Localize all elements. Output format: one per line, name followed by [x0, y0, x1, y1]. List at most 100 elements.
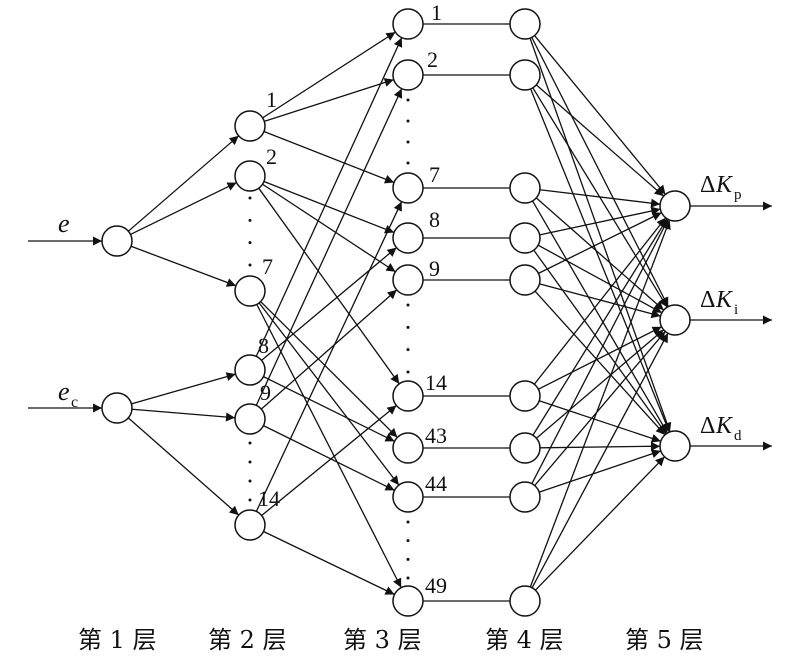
layer2-ellipsis-dot: [248, 460, 252, 464]
layer3-ellipsis-dot: [406, 539, 410, 543]
edge-l4-l5: [532, 218, 668, 436]
svg-text:Δ: Δ: [700, 172, 715, 198]
edge-l2-l3: [262, 31, 396, 119]
edge-l1-l2: [130, 245, 237, 287]
layer4-node: [509, 481, 541, 513]
layer2-node-label-9: 9: [260, 380, 271, 405]
svg-text:K: K: [715, 172, 734, 198]
connections: [28, 23, 772, 602]
edge-l2-l3: [255, 201, 403, 512]
layer-label-1: 第 1 层: [78, 626, 157, 654]
edge-l2-l3: [255, 88, 403, 406]
layer4-node: [509, 59, 541, 91]
edge-l2-l3: [263, 376, 395, 442]
layer2-node-label-2: 2: [266, 144, 277, 169]
layer4-node: [509, 172, 541, 204]
edge-l1-l2: [131, 408, 236, 422]
svg-text:p: p: [734, 187, 742, 203]
edge-l4-l5: [538, 326, 662, 390]
neurons: [101, 8, 691, 617]
edge-l2-l3: [261, 404, 397, 517]
edge-l4-l5: [529, 37, 672, 433]
edge-l4-l5: [531, 37, 669, 307]
edge-l2-l3: [264, 78, 394, 123]
layer2-node: [234, 354, 266, 386]
edge-l4-l5: [531, 332, 669, 589]
edge-l4-l5: [533, 217, 667, 385]
edge-l2-l3: [263, 530, 395, 596]
input-label-ec-subscript: c: [71, 394, 78, 411]
layer3-node-label-43: 43: [425, 423, 447, 448]
layer-label-3: 第 3 层: [343, 626, 422, 654]
edge-l4-l5: [534, 35, 666, 195]
layer3-node: [392, 8, 424, 40]
edge-l4-l5: [538, 212, 662, 274]
layer5-node: [659, 430, 691, 462]
layer4-node: [509, 222, 541, 254]
layer2-node-label-14: 14: [258, 486, 280, 511]
layer4-node: [509, 585, 541, 617]
layer3-node: [392, 481, 424, 513]
edge-l4-l5: [538, 449, 662, 493]
layer1-node: [101, 225, 133, 257]
svg-text:K: K: [715, 413, 734, 439]
layer3-node-label-2: 2: [427, 47, 438, 72]
edge-l2-l3: [258, 302, 400, 486]
layer3-ellipsis-dot: [406, 119, 410, 123]
input-label-ec: e: [58, 377, 70, 406]
edge-l2-l3: [263, 130, 395, 184]
edge-l4-l5: [534, 290, 666, 436]
ellipsis-dots: [248, 98, 410, 580]
edge-l4-l5: [539, 206, 661, 236]
layer4-node: [509, 8, 541, 40]
layer2-ellipsis-dot: [248, 241, 252, 245]
layer2-node-label-8: 8: [258, 333, 269, 358]
layer4-node: [509, 432, 541, 464]
edge-l4-l5: [535, 84, 665, 197]
layer3-ellipsis-dot: [406, 370, 410, 374]
layer3-ellipsis-dot: [406, 161, 410, 165]
layer2-node-label-1: 1: [266, 87, 277, 112]
layer3-ellipsis-dot: [406, 98, 410, 102]
layer2-ellipsis-dot: [248, 498, 252, 502]
layer2-ellipsis-dot: [248, 441, 252, 445]
layer2-node: [234, 403, 266, 435]
layer2-ellipsis-dot: [248, 263, 252, 267]
layer-label-5: 第 5 层: [625, 626, 704, 654]
layer3-node-label-49: 49: [425, 573, 447, 598]
edge-l4-l5: [534, 456, 666, 591]
layer3-ellipsis-dot: [406, 140, 410, 144]
layer3-ellipsis-dot: [406, 303, 410, 307]
input-label-e: e: [58, 209, 70, 238]
layer3-node: [392, 172, 424, 204]
output-label-kd: Δ K d: [700, 413, 742, 444]
layer5-node: [659, 304, 691, 336]
layer2-node-label-7: 7: [262, 254, 273, 279]
layer3-ellipsis-dot: [406, 520, 410, 524]
edge-l4-l5: [537, 244, 663, 314]
edge-l1-l2: [131, 372, 236, 405]
edge-l4-l5: [531, 219, 669, 484]
layer3-node-label-7: 7: [429, 162, 440, 187]
layer2-ellipsis-dot: [248, 196, 252, 200]
svg-text:d: d: [734, 428, 742, 444]
layer3-node-label-44: 44: [425, 471, 447, 496]
svg-text:K: K: [715, 287, 734, 313]
edge-l2-l3: [263, 425, 395, 491]
layer-label-4: 第 4 层: [485, 626, 564, 654]
layer3-ellipsis-dot: [406, 557, 410, 561]
edge-l2-l3: [255, 37, 403, 357]
layer4-node: [509, 380, 541, 412]
edge-l2-l3: [260, 289, 398, 410]
edge-l1-l2: [130, 182, 237, 235]
svg-text:Δ: Δ: [700, 287, 715, 313]
edge-l2-l3: [261, 247, 397, 361]
edge-l4-l5: [539, 441, 661, 451]
edge-l4-l5: [539, 400, 661, 443]
layer2-ellipsis-dot: [248, 479, 252, 483]
edge-l4-l5: [531, 200, 669, 434]
edge-l4-l5: [535, 329, 665, 439]
edge-l2-l3: [260, 301, 398, 438]
